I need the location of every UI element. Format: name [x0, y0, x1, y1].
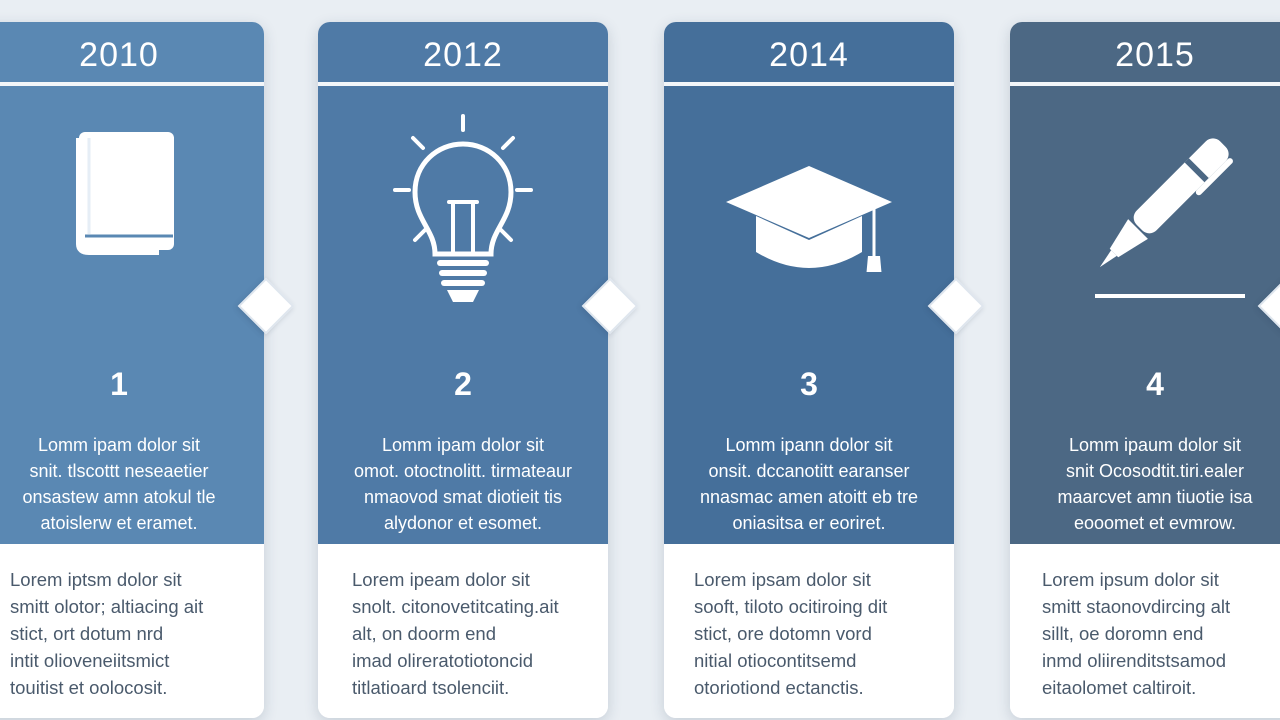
- step-number: 4: [1146, 366, 1164, 402]
- step-description-top: Lomm ipam dolor sit snit. tlscottt nesea…: [22, 435, 216, 533]
- step-description-bottom: Lorem ipsam dolor sit sooft, tiloto ocit…: [694, 569, 888, 698]
- book-icon: [0, 112, 264, 322]
- step-number: 3: [800, 366, 818, 402]
- pen-icon: [1010, 112, 1280, 322]
- card-year: 2014: [769, 36, 849, 74]
- timeline-card-2: 2012: [318, 22, 608, 718]
- card-year: 2010: [79, 36, 159, 74]
- step-description-top: Lomm ipann dolor sit onsit. dccanotitt e…: [699, 435, 919, 533]
- divider: [318, 82, 608, 86]
- card-year: 2015: [1115, 36, 1195, 74]
- card-header-panel: 2014 3 Lomm ipann dolor sit onsit. dccan…: [664, 22, 954, 544]
- step-description-bottom: Lorem ipeam dolor sit snolt. citonovetit…: [352, 569, 559, 698]
- timeline-card-3: 2014 3 Lomm ipann dolor sit onsit. dccan…: [664, 22, 954, 718]
- card-body-panel: Lorem iptsm dolor sit smitt olotor; alti…: [0, 544, 264, 718]
- card-year: 2012: [423, 36, 503, 74]
- step-number: 2: [454, 366, 472, 402]
- card-header-panel: 2015 4 Lomm ipaum dolor sit snit O: [1010, 22, 1280, 544]
- timeline-card-4: 2015 4 Lomm ipaum dolor sit snit O: [1010, 22, 1280, 718]
- divider: [0, 82, 264, 86]
- graduation-cap-icon: [664, 112, 954, 322]
- card-body-panel: Lorem ipsam dolor sit sooft, tiloto ocit…: [664, 544, 954, 718]
- divider: [664, 82, 954, 86]
- timeline-card-1: 2010 1 Lomm ipam dolor sit snit. tlscott…: [0, 22, 264, 718]
- divider: [1010, 82, 1280, 86]
- card-body-panel: Lorem ipeam dolor sit snolt. citonovetit…: [318, 544, 608, 718]
- step-description-bottom: Lorem ipsum dolor sit smitt staonovdirci…: [1042, 569, 1231, 698]
- card-header-panel: 2012: [318, 22, 608, 544]
- step-description-top: Lomm ipaum dolor sit snit Ocosodtit.tiri…: [1057, 435, 1253, 533]
- card-body-panel: Lorem ipsum dolor sit smitt staonovdirci…: [1010, 544, 1280, 718]
- step-description-bottom: Lorem iptsm dolor sit smitt olotor; alti…: [10, 569, 204, 698]
- card-header-panel: 2010 1 Lomm ipam dolor sit snit. tlscott…: [0, 22, 264, 544]
- lightbulb-icon: [318, 112, 608, 322]
- step-description-top: Lomm ipam dolor sit omot. otoctnolitt. t…: [353, 435, 573, 533]
- step-number: 1: [110, 366, 128, 402]
